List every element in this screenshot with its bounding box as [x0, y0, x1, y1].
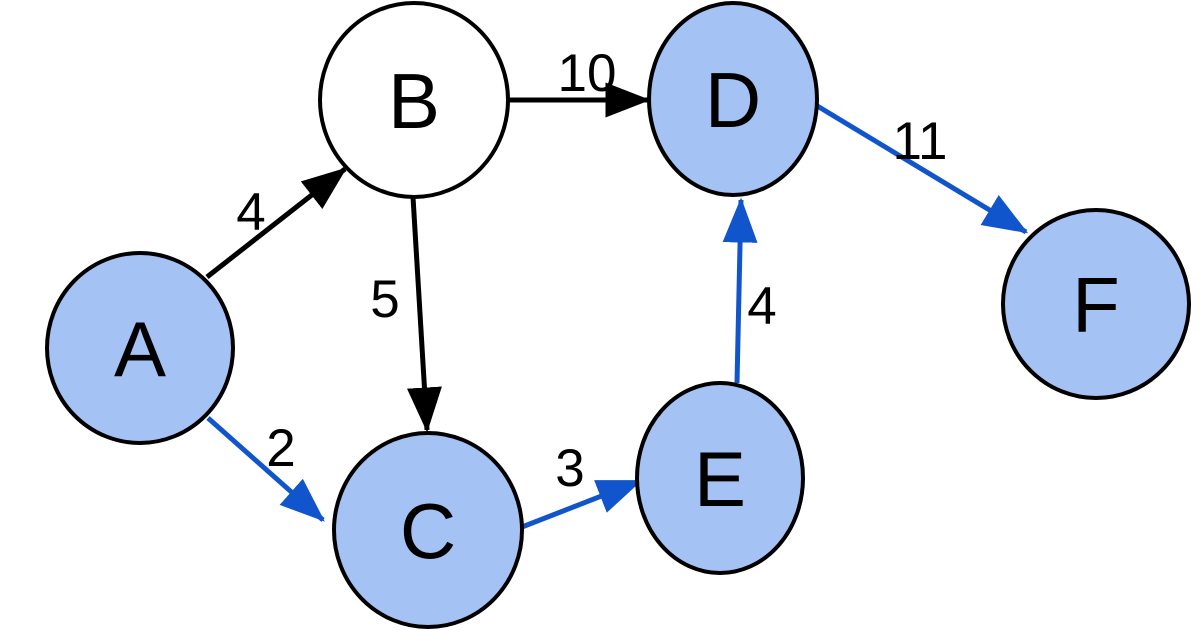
edges-layer — [205, 82, 1029, 530]
node-D-circle — [647, 1, 819, 197]
edge-A-B-arrow — [205, 167, 347, 279]
edge-C-E-weight: 3 — [555, 439, 584, 498]
node-A-circle — [45, 251, 235, 445]
edge-A-B-weight: 4 — [236, 183, 265, 242]
edge-E-D-weight: 4 — [747, 277, 776, 336]
node-C-circle — [332, 431, 524, 629]
edge-E-D-arrow — [722, 197, 758, 384]
node-B-label: B — [388, 57, 440, 145]
edge-C-E-arrow — [521, 478, 643, 530]
edge-labels-layer: 4 2 5 10 3 4 11 — [236, 44, 947, 498]
node-F-label: F — [1072, 261, 1120, 349]
node-C-label: C — [400, 487, 456, 575]
edge-D-F-arrow — [812, 101, 1029, 235]
edge-B-D-weight: 10 — [558, 44, 617, 103]
edge-A-C-arrow — [206, 416, 325, 522]
edge-A-C-weight: 2 — [266, 419, 295, 478]
node-D-label: D — [705, 56, 761, 144]
edge-D-F-weight: 11 — [892, 112, 947, 171]
node-E-label: E — [694, 435, 746, 523]
nodes-layer: A B C D E F — [45, 1, 1191, 629]
node-A-label: A — [114, 305, 166, 393]
node-F-circle — [1001, 208, 1191, 400]
node-E-circle — [635, 381, 805, 575]
edge-B-C-arrow — [406, 196, 442, 433]
node-B-circle — [318, 1, 510, 199]
edge-B-C-weight: 5 — [370, 270, 399, 329]
